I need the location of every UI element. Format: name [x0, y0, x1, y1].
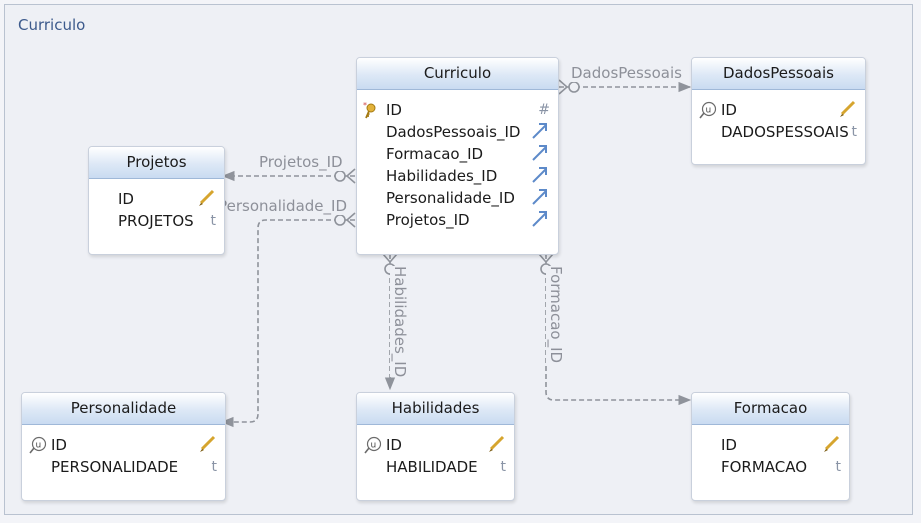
label-formacao: Formacao_ID — [546, 266, 566, 364]
field-row[interactable]: DADOSPESSOAIS t — [692, 121, 865, 143]
field-name: HABILIDADE — [386, 458, 478, 476]
foreign-key-icon — [530, 209, 550, 231]
label-personalidade-clip: Personalidade_ID — [220, 196, 348, 220]
entity-personalidade[interactable]: Personalidade u ID PERSONALIDADE t — [21, 392, 226, 501]
field-name: Formacao_ID — [386, 145, 484, 163]
entity-title: Habilidades — [357, 393, 514, 425]
field-list: ID FORMACAO t — [692, 425, 849, 478]
type-text-icon: t — [210, 213, 217, 229]
unique-key-icon: u — [698, 99, 718, 121]
field-name: Projetos_ID — [386, 211, 470, 229]
field-list: u ID PERSONALIDADE t — [22, 425, 225, 478]
entity-habilidades[interactable]: Habilidades u ID HABILIDADE t — [356, 392, 515, 501]
field-row[interactable]: HABILIDADE t — [357, 456, 514, 478]
link-personalidade-end — [334, 212, 356, 228]
field-row[interactable]: Formacao_ID — [357, 143, 558, 165]
label-personalidade: Personalidade_ID — [220, 197, 348, 215]
model-title: Curriculo — [18, 16, 86, 34]
entity-title: Formacao — [692, 393, 849, 425]
entity-title: Curriculo — [357, 58, 558, 90]
field-name: Personalidade_ID — [386, 189, 515, 207]
primary-key-icon: * — [363, 99, 383, 121]
svg-text:u: u — [706, 106, 712, 116]
field-name: DadosPessoais_ID — [386, 123, 521, 141]
field-row[interactable]: Personalidade_ID — [357, 187, 558, 209]
pencil-icon — [486, 434, 506, 456]
field-row[interactable]: DadosPessoais_ID — [357, 121, 558, 143]
field-row[interactable]: u ID — [22, 434, 225, 456]
field-name: FORMACAO — [721, 458, 808, 476]
field-row[interactable]: PERSONALIDADE t — [22, 456, 225, 478]
field-name: ID — [51, 436, 67, 454]
field-name: ID — [386, 436, 402, 454]
pencil-icon — [837, 99, 857, 121]
field-name: DADOSPESSOAIS — [721, 123, 849, 141]
entity-title: Personalidade — [22, 393, 225, 425]
entity-title: Projetos — [89, 147, 224, 179]
field-row[interactable]: Habilidades_ID — [357, 165, 558, 187]
field-row[interactable]: PROJETOS t — [89, 210, 224, 232]
entity-title: DadosPessoais — [692, 58, 865, 90]
field-row[interactable]: FORMACAO t — [692, 456, 849, 478]
pencil-icon — [197, 434, 217, 456]
type-text-icon: t — [211, 459, 218, 475]
field-name: ID — [721, 436, 737, 454]
svg-text:u: u — [36, 441, 42, 451]
field-list: u ID HABILIDADE t — [357, 425, 514, 478]
type-text-icon: t — [500, 459, 507, 475]
type-number-icon: # — [538, 102, 550, 118]
foreign-key-icon — [530, 143, 550, 165]
label-projetos: Projetos_ID — [258, 153, 344, 171]
type-text-icon: t — [851, 124, 858, 140]
field-row[interactable]: Projetos_ID — [357, 209, 558, 231]
svg-text:*: * — [363, 101, 367, 110]
entity-dadospessoais[interactable]: DadosPessoais u ID DADOSPESSOAIS t — [691, 57, 866, 165]
label-dadospessoais: DadosPessoais — [570, 64, 683, 82]
field-name: ID — [386, 101, 402, 119]
link-formacao[interactable] — [545, 254, 692, 406]
field-row[interactable]: * ID # — [357, 99, 558, 121]
field-row[interactable]: u ID — [692, 99, 865, 121]
link-projetos-end — [334, 168, 356, 184]
field-name: PROJETOS — [118, 212, 194, 230]
field-name: PERSONALIDADE — [51, 458, 179, 476]
unique-key-icon: u — [28, 434, 48, 456]
label-habilidades: Habilidades_ID — [390, 266, 410, 378]
unique-key-icon: u — [363, 434, 383, 456]
foreign-key-icon — [530, 165, 550, 187]
field-list: ID PROJETOS t — [89, 179, 224, 232]
svg-text:u: u — [371, 441, 377, 451]
link-dadospessoais-end — [558, 79, 580, 95]
field-list: * ID # DadosPessoais_ID Formacao_ID Habi… — [357, 90, 558, 231]
type-text-icon: t — [835, 459, 842, 475]
entity-curriculo[interactable]: Curriculo * ID # DadosPessoais_ID Formac… — [356, 57, 559, 255]
field-row[interactable]: u ID — [357, 434, 514, 456]
field-row[interactable]: ID — [692, 434, 849, 456]
field-name: ID — [118, 190, 134, 208]
link-personalidade[interactable] — [220, 219, 355, 428]
field-name: ID — [721, 101, 737, 119]
pencil-icon — [196, 188, 216, 210]
field-row[interactable]: ID — [89, 188, 224, 210]
field-list: u ID DADOSPESSOAIS t — [692, 90, 865, 143]
field-name: Habilidades_ID — [386, 167, 498, 185]
entity-projetos[interactable]: Projetos ID PROJETOS t — [88, 146, 225, 255]
foreign-key-icon — [530, 187, 550, 209]
pencil-icon — [821, 434, 841, 456]
entity-formacao[interactable]: Formacao ID FORMACAO t — [691, 392, 850, 501]
foreign-key-icon — [530, 121, 550, 143]
